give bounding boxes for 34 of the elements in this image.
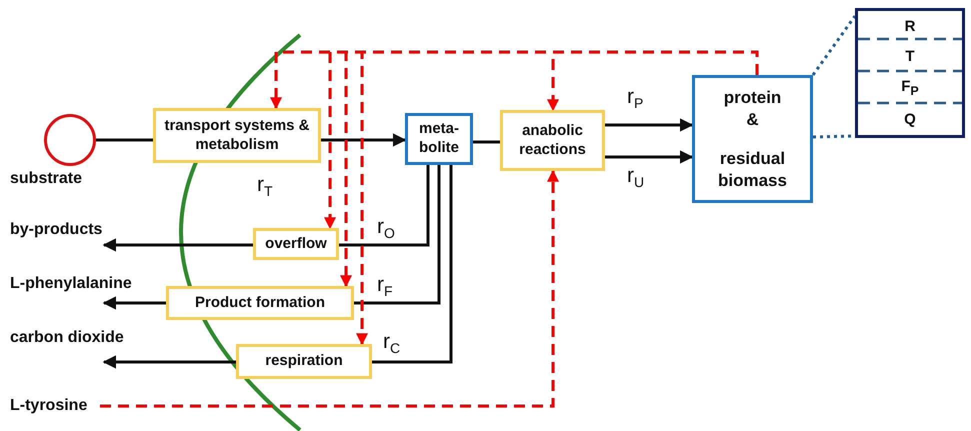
pool-box [692,75,813,203]
arrow [100,170,559,408]
arrow [547,50,758,112]
species-label: carbon dioxide [10,328,140,362]
node-text: T [905,48,915,64]
species-label: by-products [10,220,130,245]
node-text: protein & [722,87,782,130]
arrow [605,150,694,164]
arrow [102,238,253,252]
arrow [605,118,694,132]
species-label: L-tyrosine [10,396,100,416]
process-box: anabolic reactions [500,110,605,171]
node-text: F$_{P}$ [901,78,919,98]
process-box: transport systems & metabolism [153,108,321,163]
substrate-circle [44,114,96,166]
node-text: residual biomass [717,148,788,191]
connector-line [812,15,856,76]
connector-line [473,140,500,144]
arrow [321,133,406,147]
inset-box [855,8,965,138]
node-text: R [904,18,916,34]
arrow [102,296,166,310]
connector-line [339,165,430,246]
process-box: Product formation [166,286,354,320]
node-text: Q [904,112,916,128]
connector-line [354,165,440,304]
node-caption: substrate [10,170,82,188]
process-box: overflow [253,228,339,260]
connector-line [372,165,452,364]
process-box: respiration [236,344,372,379]
connector-line [96,138,153,142]
pool-box: meta- bolite [405,113,473,165]
arrow [102,355,236,369]
species-label: L-phenylalanine [10,274,155,303]
